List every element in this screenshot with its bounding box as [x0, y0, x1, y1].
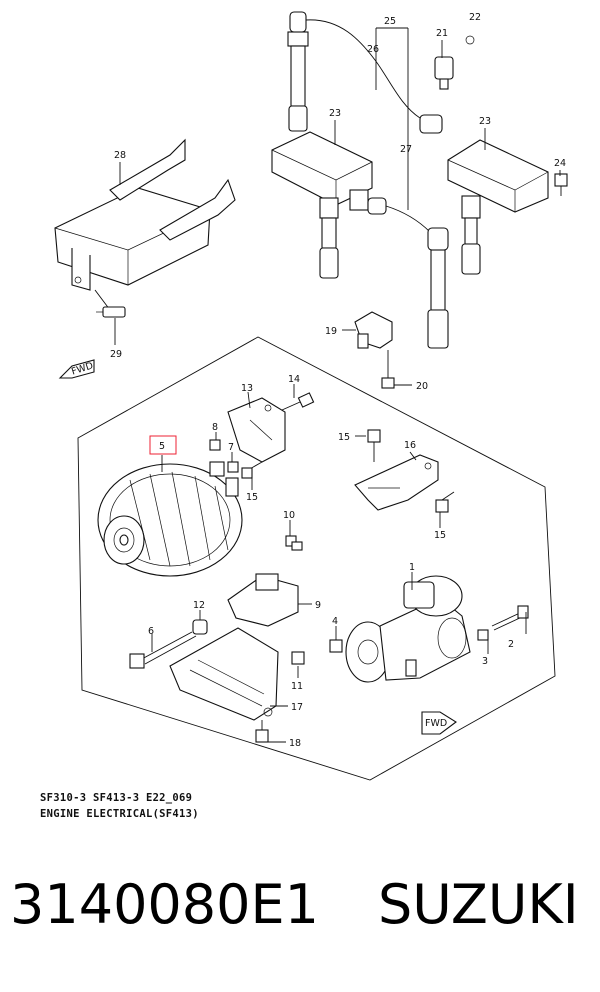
assembly-boundary	[77, 336, 556, 781]
callout-22: 22	[469, 12, 481, 23]
callout-18: 18	[289, 738, 301, 749]
callout-15-a: 15	[338, 432, 350, 443]
ignition-coil-23-right	[447, 139, 549, 275]
bolt-14	[281, 392, 315, 411]
callout-23-b: 23	[479, 116, 491, 127]
callout-labels: 1 2 3 4 5 6 7 8 9 10 11 12 13 14 15 15 1…	[110, 12, 566, 749]
bushing-12	[192, 619, 208, 635]
ecu-bracket-group	[54, 138, 236, 311]
callout-27: 27	[400, 144, 412, 155]
callout-16: 16	[404, 440, 416, 451]
callout-13: 13	[241, 383, 253, 394]
bolt-15-b	[367, 429, 381, 462]
diagram-title: ENGINE ELECTRICAL(SF413)	[40, 808, 199, 820]
callout-24: 24	[554, 158, 566, 169]
callout-6: 6	[148, 626, 154, 637]
sensor-21	[434, 35, 475, 90]
callout-14: 14	[288, 374, 300, 385]
callout-19: 19	[325, 326, 337, 337]
callout-8: 8	[212, 422, 218, 433]
callout-10: 10	[283, 510, 295, 521]
callout-2: 2	[508, 639, 514, 650]
bolt-10	[285, 535, 303, 551]
callout-4: 4	[332, 616, 338, 627]
callout-15-c: 15	[434, 530, 446, 541]
callout-21: 21	[436, 28, 448, 39]
bolt-2	[491, 605, 529, 631]
bolt-18	[255, 720, 269, 743]
callout-29: 29	[110, 349, 122, 360]
callout-9: 9	[315, 600, 321, 611]
spark-plug-lead-26	[287, 11, 443, 134]
ignition-coil-23-left	[271, 131, 373, 279]
callout-7: 7	[228, 442, 234, 453]
callout-5-box	[149, 435, 177, 455]
leader-lines	[119, 27, 561, 743]
footer-panel	[0, 832, 600, 992]
callout-26: 26	[367, 44, 379, 55]
bracket-19	[354, 311, 395, 389]
fwd-arrow-right: FWD	[421, 711, 457, 735]
nut-11	[291, 651, 305, 665]
alternator-5	[97, 461, 243, 577]
bracket-9	[227, 573, 299, 627]
bolt-15-c	[435, 491, 455, 513]
bracket-13	[227, 397, 286, 463]
bracket-16	[354, 454, 439, 511]
callout-25: 25	[384, 16, 396, 27]
bolt-15-a	[241, 461, 263, 479]
callout-15-b: 15	[246, 492, 258, 503]
nut-8	[209, 439, 221, 451]
spark-plug-lead-27	[367, 197, 449, 349]
callout-20: 20	[416, 381, 428, 392]
bolt-6	[129, 631, 197, 669]
brand-name: SUZUKI	[378, 873, 579, 936]
starter-motor-1	[345, 575, 471, 683]
callout-17: 17	[291, 702, 303, 713]
part-number: 3140080E1	[10, 873, 319, 936]
nut-4	[329, 639, 343, 653]
fwd-arrow-left: FWD	[58, 359, 95, 379]
callout-1: 1	[409, 562, 415, 573]
callout-23-a: 23	[329, 108, 341, 119]
callout-3: 3	[482, 656, 488, 667]
nut-7	[227, 461, 239, 473]
parts-diagram: FWD	[54, 11, 568, 781]
callout-11: 11	[291, 681, 303, 692]
svg-text:FWD: FWD	[425, 718, 447, 729]
nut-3	[477, 629, 489, 641]
diagram-code: SF310-3 SF413-3 E22_069	[40, 792, 193, 804]
callout-12: 12	[193, 600, 205, 611]
callout-28: 28	[114, 150, 126, 161]
callout-5: 5	[159, 441, 165, 452]
bolt-24	[554, 173, 568, 196]
bolt-29	[96, 306, 126, 345]
